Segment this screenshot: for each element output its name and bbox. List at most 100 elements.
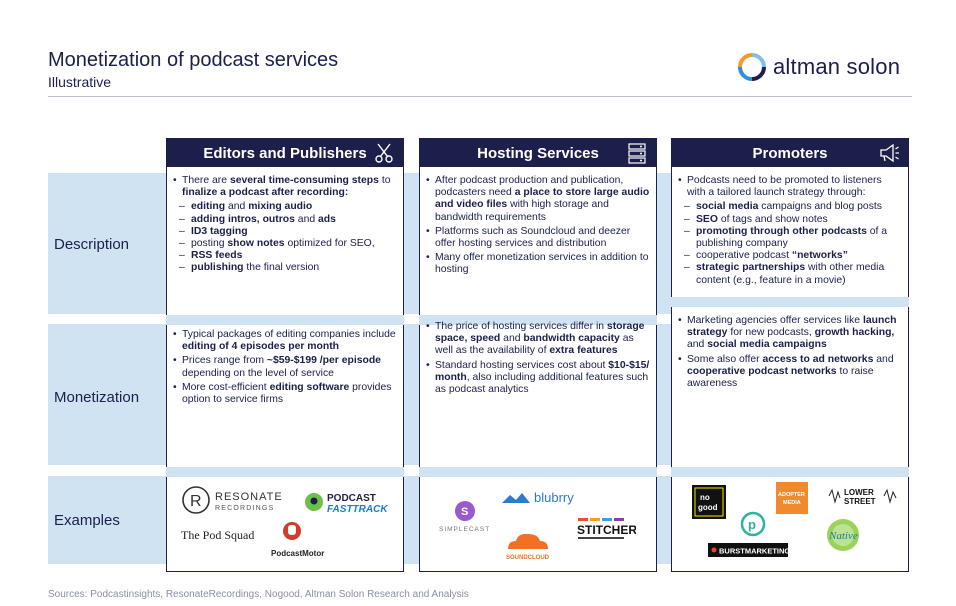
sub-bullet-item: publishing the final version: [173, 262, 397, 274]
row-label-examples: Examples: [54, 512, 120, 529]
burst-marketing-text: BURSTMARKETING: [719, 547, 788, 556]
simplecast-logo: S SIMPLECAST: [439, 501, 489, 533]
bullet-list: Marketing agencies offer services like l…: [678, 315, 902, 390]
media-text: MEDIA: [783, 500, 801, 506]
native-logo: Native: [827, 519, 859, 551]
text: Standard hosting services cost about: [435, 359, 609, 371]
bold-text: publishing: [191, 262, 244, 274]
bold-text: editing: [191, 201, 226, 213]
row-separator: [166, 467, 404, 477]
logo-text: altman solon: [773, 54, 901, 79]
text: with high storage and bandwidth requirem…: [435, 199, 609, 223]
native-text: Native: [828, 530, 858, 542]
altman-solon-mark-icon: [738, 53, 766, 81]
bold-text: launch strategy: [687, 315, 897, 339]
soundcloud-text: SOUNDCLOUD: [506, 555, 550, 561]
p-logo: p: [740, 511, 766, 537]
row-separator: [671, 297, 909, 307]
text: to: [378, 175, 391, 186]
row-separator: [671, 467, 909, 477]
bullet-item: Standard hosting services cost about $10…: [426, 360, 650, 397]
text: with other media content (e.g., feature …: [696, 262, 885, 286]
stitcher-logo: STITCHER: [577, 518, 636, 539]
column-promoters: Promoters Podcasts need to be promoted t…: [671, 138, 909, 572]
lower-street-logo: LOWER STREET: [828, 488, 897, 506]
text: to raise awareness: [687, 365, 874, 390]
bold-text: social media: [696, 201, 759, 213]
bold-text: growth hacking,: [814, 327, 895, 339]
text: and: [225, 201, 249, 213]
text: cooperative podcast: [696, 250, 792, 262]
text: of tags and show notes: [717, 213, 828, 225]
bold-text: RSS feeds: [191, 250, 243, 262]
description-cell: After podcast production and publication…: [426, 175, 650, 279]
monetization-cell: Marketing agencies offer services like l…: [678, 315, 902, 392]
bold-text: ID3 tagging: [191, 225, 248, 237]
text: Marketing agencies offer services like: [687, 315, 863, 326]
text: as well as the availability of: [435, 333, 634, 357]
svg-text:S: S: [461, 506, 468, 518]
bold-text: cooperative podcast networks: [687, 365, 837, 377]
bold-text: storage space, speed: [435, 321, 645, 345]
sub-bullet-item: cooperative podcast “networks”: [678, 250, 902, 262]
nogood-logo: no good: [692, 485, 726, 519]
bullet-item: More cost-efficient editing software pro…: [173, 382, 397, 406]
bullet-list: Typical packages of editing companies in…: [173, 329, 397, 406]
adopter-text: ADOPTER: [778, 492, 805, 498]
monetization-cell: The price of hosting services differ in …: [426, 321, 650, 398]
text: and: [873, 353, 894, 365]
title-divider: [48, 96, 912, 97]
adopter-media-logo: ADOPTER MEDIA: [776, 482, 808, 514]
fasttrack-text: FASTTRACK: [327, 504, 388, 515]
column-header: Hosting Services: [420, 139, 656, 167]
text: the final version: [243, 262, 320, 274]
text: and: [294, 213, 319, 225]
text: Many offer monetization services in addi…: [435, 252, 649, 276]
bullet-list: Podcasts need to be promoted to listener…: [678, 175, 902, 287]
bullet-item: Some also offer access to ad networks an…: [678, 354, 902, 391]
burst-marketing-logo: BURSTMARKETING: [708, 543, 788, 557]
row-separator: [419, 315, 657, 325]
pod-squad-logo: The Pod Squad: [181, 528, 254, 542]
row-label-monetization: Monetization: [54, 389, 140, 406]
bullet-item: Marketing agencies offer services like l…: [678, 315, 902, 352]
sub-bullet-item: editing and mixing audio: [173, 201, 397, 213]
page-title: Monetization of podcast services: [48, 49, 339, 71]
nogood-good-text: good: [698, 503, 718, 512]
bold-text: editing of 4 episodes per month: [182, 341, 340, 353]
column-editors-publishers: Editors and Publishers There are several…: [166, 138, 404, 572]
bullet-item: Platforms such as Soundcloud and deezer …: [426, 226, 650, 250]
text: posting: [191, 238, 228, 250]
sub-bullet-item: posting show notes optimized for SEO,: [173, 238, 397, 250]
text: Some also offer: [687, 353, 763, 365]
megaphone-icon: [880, 143, 899, 163]
podcast-text: PODCAST: [327, 493, 376, 504]
bullet-item: Prices range from ~$59-$199 /per episode…: [173, 355, 397, 379]
blubrry-logo: blubrry: [502, 490, 574, 505]
row-separator: [419, 467, 657, 477]
text: optimized for SEO,: [284, 238, 375, 250]
scissors-icon: [375, 143, 393, 163]
pod-squad-text: The Pod Squad: [181, 528, 254, 542]
altman-solon-logo: altman solon: [737, 52, 900, 82]
row-separator: [166, 315, 404, 325]
bullet-list: There are several time-consuming steps t…: [173, 175, 397, 275]
monetization-cell: Typical packages of editing companies in…: [173, 329, 397, 408]
sub-bullet-item: RSS feeds: [173, 250, 397, 262]
soundcloud-logo: SOUNDCLOUD: [506, 533, 550, 561]
sub-bullet-item: social media campaigns and blog posts: [678, 201, 902, 213]
resonate-text: RESONATE: [215, 491, 283, 503]
bullet-list: The price of hosting services differ in …: [426, 321, 650, 396]
column-title: Hosting Services: [477, 144, 599, 162]
bold-text: finalize a podcast after recording:: [182, 187, 349, 199]
bullet-item: Many offer monetization services in addi…: [426, 252, 650, 276]
description-cell: Podcasts need to be promoted to listener…: [678, 175, 902, 287]
blubrry-text: blubrry: [534, 490, 574, 505]
bold-text: “networks”: [791, 250, 848, 262]
sub-bullet-item: SEO of tags and show notes: [678, 214, 902, 226]
nogood-no-text: no: [700, 493, 710, 502]
svg-text:R: R: [190, 493, 202, 510]
sub-bullet-item: promoting through other podcasts of a pu…: [678, 226, 902, 250]
text: Prices range from: [182, 355, 267, 367]
text: of a publishing company: [696, 225, 888, 250]
